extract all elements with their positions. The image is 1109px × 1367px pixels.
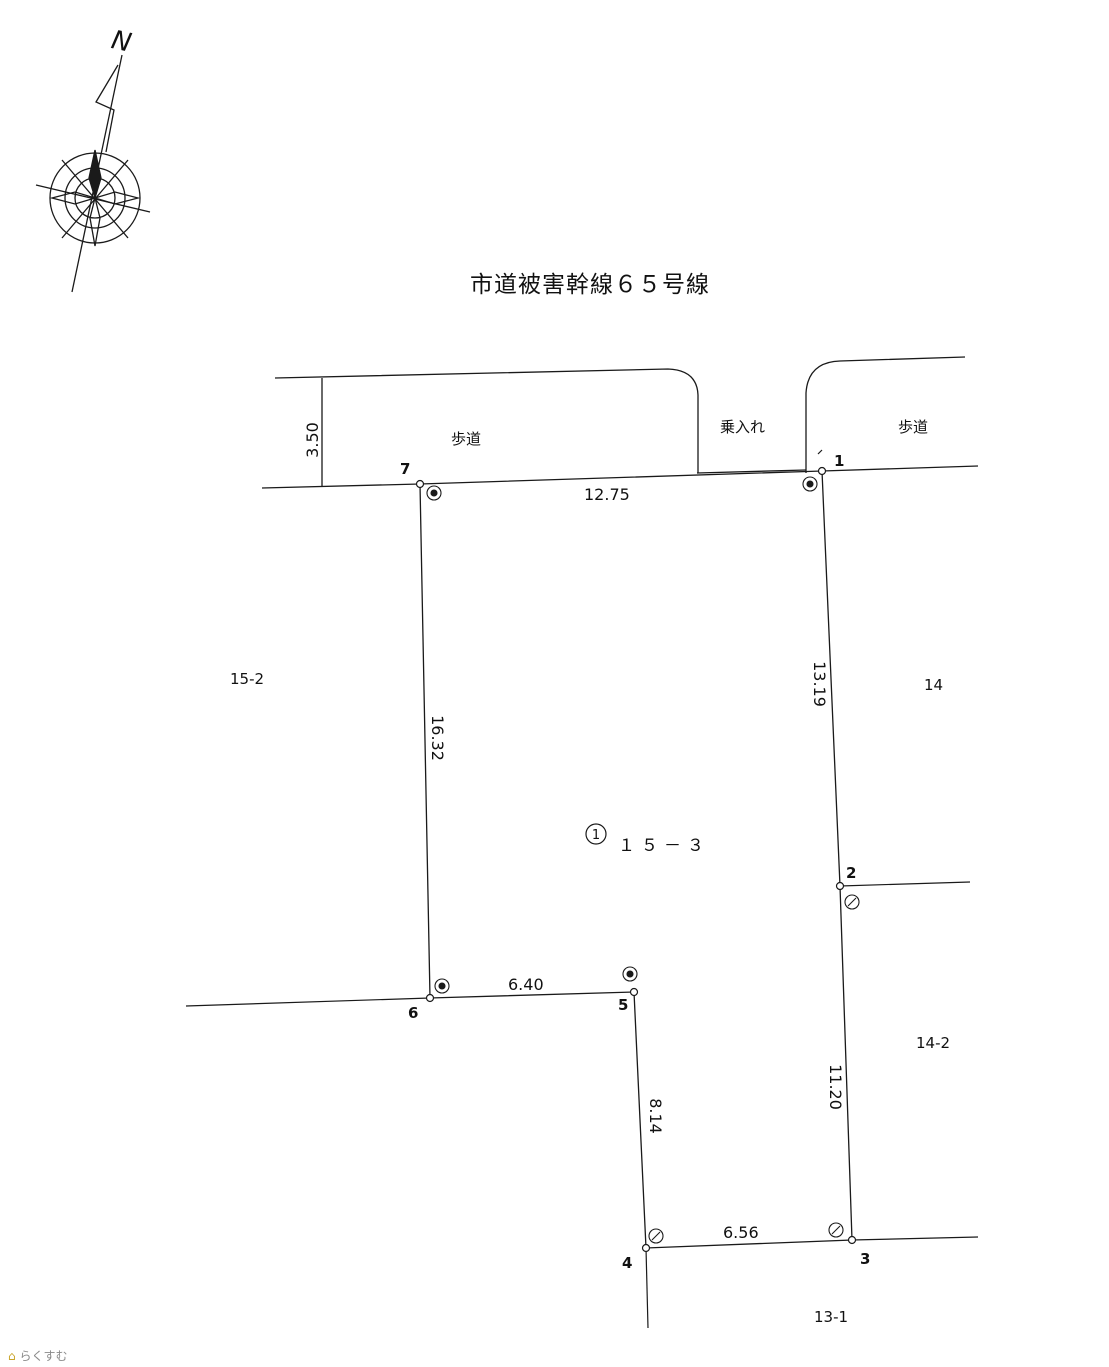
edge-length-6-7: 16.32 bbox=[428, 715, 447, 761]
road-width-label: 3.50 bbox=[303, 422, 322, 458]
road-lines bbox=[261, 356, 979, 489]
point-label-3: 3 bbox=[860, 1250, 870, 1268]
edge-length-3-4: 6.56 bbox=[723, 1223, 759, 1242]
edge-length-5-6: 6.40 bbox=[508, 975, 544, 994]
point-marker-6 bbox=[425, 993, 435, 1003]
boundary-markers bbox=[415, 466, 857, 1253]
road-name-title: 市道被害幹線６５号線 bbox=[470, 272, 710, 298]
point-marker-3 bbox=[847, 1235, 857, 1245]
point-label-7: 7 bbox=[400, 460, 410, 478]
point-marker-2 bbox=[835, 881, 845, 891]
neighbor-lot-east-lower: 14-2 bbox=[916, 1034, 950, 1052]
point-label-1: 1 bbox=[834, 452, 844, 470]
north-arrow-icon bbox=[35, 54, 151, 293]
neighbor-lot-east-upper: 14 bbox=[924, 676, 943, 694]
driveway-label: 乗入れ bbox=[720, 418, 765, 436]
point-label-5: 5 bbox=[618, 996, 628, 1014]
edge-length-1-2: 13.19 bbox=[810, 661, 829, 707]
parcel-number: １５－３ bbox=[618, 836, 710, 856]
point-label-4: 4 bbox=[622, 1254, 632, 1272]
parcel-circle-mark bbox=[585, 823, 607, 845]
neighbor-lot-west: 15-2 bbox=[230, 670, 264, 688]
edge-length-7-1: 12.75 bbox=[584, 485, 630, 504]
point-marker-1 bbox=[817, 466, 827, 476]
edge-length-4-5: 8.14 bbox=[646, 1098, 665, 1134]
point-label-6: 6 bbox=[408, 1004, 418, 1022]
north-letter: N bbox=[109, 25, 134, 58]
survey-stake-icons bbox=[426, 476, 860, 1244]
house-icon: ⌂ bbox=[8, 1349, 16, 1363]
neighbor-lot-south: 13-1 bbox=[814, 1308, 848, 1326]
point-marker-4 bbox=[641, 1243, 651, 1253]
parcel-boundary bbox=[419, 470, 853, 1249]
point-marker-5 bbox=[629, 987, 639, 997]
point-label-2: 2 bbox=[846, 864, 856, 882]
watermark: ⌂ らくすむ bbox=[8, 1347, 67, 1364]
sidewalk-label-right: 歩道 bbox=[898, 418, 928, 436]
edge-length-2-3: 11.20 bbox=[826, 1064, 845, 1110]
neighbor-boundaries bbox=[185, 881, 979, 1329]
watermark-text: らくすむ bbox=[19, 1349, 68, 1363]
sidewalk-label-left: 歩道 bbox=[451, 430, 481, 448]
point-marker-7 bbox=[415, 479, 425, 489]
tick-mark bbox=[817, 449, 823, 455]
parcel-circle-number: 1 bbox=[592, 828, 600, 843]
